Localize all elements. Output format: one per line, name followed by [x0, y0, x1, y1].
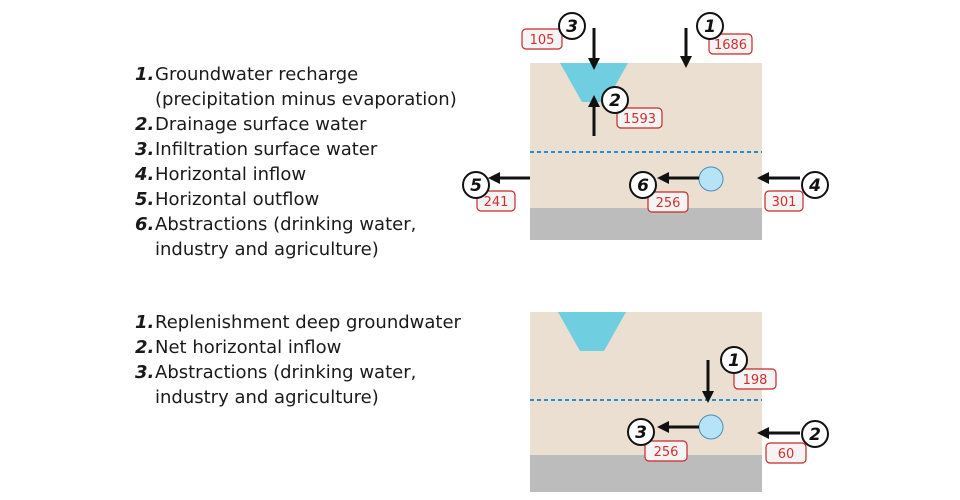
legend-number: 6.	[135, 214, 155, 235]
legend-text: Drainage surface water	[155, 114, 367, 135]
legend-text-cont: industry and agriculture)	[155, 239, 379, 260]
flow-1-marker: 198 1	[720, 346, 777, 390]
legend-item: 6.Abstractions (drinking water, industry …	[135, 212, 457, 262]
legend-item: 4.Horizontal inflow	[135, 162, 457, 187]
legend-number: 3.	[135, 139, 155, 160]
bottom-panel: 198 1 60 2 256 3	[530, 312, 829, 492]
number-text: 3	[635, 423, 647, 443]
value-text: 256	[654, 445, 679, 460]
surface-water-ditch	[558, 312, 626, 351]
well-icon	[698, 414, 724, 440]
bedrock-layer	[530, 208, 762, 240]
legend-item: 1.Replenishment deep groundwater	[135, 310, 461, 335]
legend-item: 3.Infiltration surface water	[135, 137, 457, 162]
number-text: 2	[609, 91, 621, 111]
number-text: 5	[470, 176, 482, 196]
legend-text: Abstractions (drinking water,	[155, 214, 417, 235]
number-circle	[629, 171, 657, 199]
legend-text: Horizontal inflow	[155, 164, 307, 185]
number-text: 1	[728, 351, 740, 371]
legend-number: 1.	[135, 64, 155, 85]
number-circle	[601, 86, 629, 114]
value-text: 1686	[714, 38, 747, 53]
top-legend: 1.Groundwater recharge (precipitation min…	[135, 62, 457, 262]
legend-number: 2.	[135, 114, 155, 135]
flow-2-marker: 1593 2	[601, 86, 663, 129]
legend-item: 5.Horizontal outflow	[135, 187, 457, 212]
legend-text-cont: (precipitation minus evaporation)	[155, 89, 457, 110]
value-text: 1593	[623, 112, 656, 127]
value-badge	[476, 190, 516, 212]
value-text: 256	[656, 196, 681, 211]
number-circle	[801, 420, 829, 448]
legend-text: Infiltration surface water	[155, 139, 378, 160]
number-circle	[627, 418, 655, 446]
flow-3-marker: 256 3	[627, 418, 688, 462]
legend-item: 2.Drainage surface water	[135, 112, 457, 137]
number-text: 6	[637, 176, 649, 196]
value-text: 301	[772, 195, 797, 210]
legend-text-cont: industry and agriculture)	[155, 387, 379, 408]
number-text: 4	[808, 176, 821, 196]
legend-item: 3.Abstractions (drinking water, industry …	[135, 360, 461, 410]
flow-5-marker: 241 5	[462, 171, 516, 212]
legend-text: Groundwater recharge	[155, 64, 359, 85]
value-badge	[733, 368, 777, 390]
legend-number: 4.	[135, 164, 155, 185]
value-text: 60	[778, 447, 795, 462]
flow-3-marker: 105 3	[521, 12, 586, 50]
number-text: 3	[566, 17, 578, 37]
value-text: 105	[530, 33, 555, 48]
value-badge	[765, 442, 807, 464]
value-badge	[708, 33, 753, 55]
flow-1-marker: 1686 1	[696, 12, 753, 55]
value-badge	[764, 190, 804, 212]
flow-4-marker: 301 4	[764, 171, 829, 212]
number-text: 2	[809, 425, 821, 445]
legend-text: Replenishment deep groundwater	[155, 312, 461, 333]
number-circle	[696, 12, 724, 40]
value-badge	[521, 28, 563, 50]
number-circle	[720, 346, 748, 374]
number-circle	[462, 171, 490, 199]
legend-item: 2.Net horizontal inflow	[135, 335, 461, 360]
legend-text: Net horizontal inflow	[155, 337, 342, 358]
legend-item: 1.Groundwater recharge (precipitation min…	[135, 62, 457, 112]
value-badge	[616, 107, 663, 129]
legend-number: 1.	[135, 312, 155, 333]
value-badge	[644, 440, 688, 462]
legend-number: 2.	[135, 337, 155, 358]
legend-number: 5.	[135, 189, 155, 210]
number-circle	[801, 171, 829, 199]
bedrock-layer	[530, 455, 762, 492]
top-panel: 1686 1 1593 2 105 3 301 4 241	[462, 12, 829, 240]
bottom-legend: 1.Replenishment deep groundwater 2.Net h…	[135, 310, 461, 410]
legend-number: 3.	[135, 362, 155, 383]
legend-text: Horizontal outflow	[155, 189, 320, 210]
flow-6-marker: 256 6	[629, 171, 689, 213]
legend-text: Abstractions (drinking water,	[155, 362, 417, 383]
value-text: 198	[743, 373, 768, 388]
value-badge	[647, 191, 689, 213]
well-icon	[698, 166, 724, 192]
number-text: 1	[704, 17, 716, 37]
number-circle	[558, 12, 586, 40]
flow-2-marker: 60 2	[765, 420, 829, 464]
value-text: 241	[484, 195, 509, 210]
